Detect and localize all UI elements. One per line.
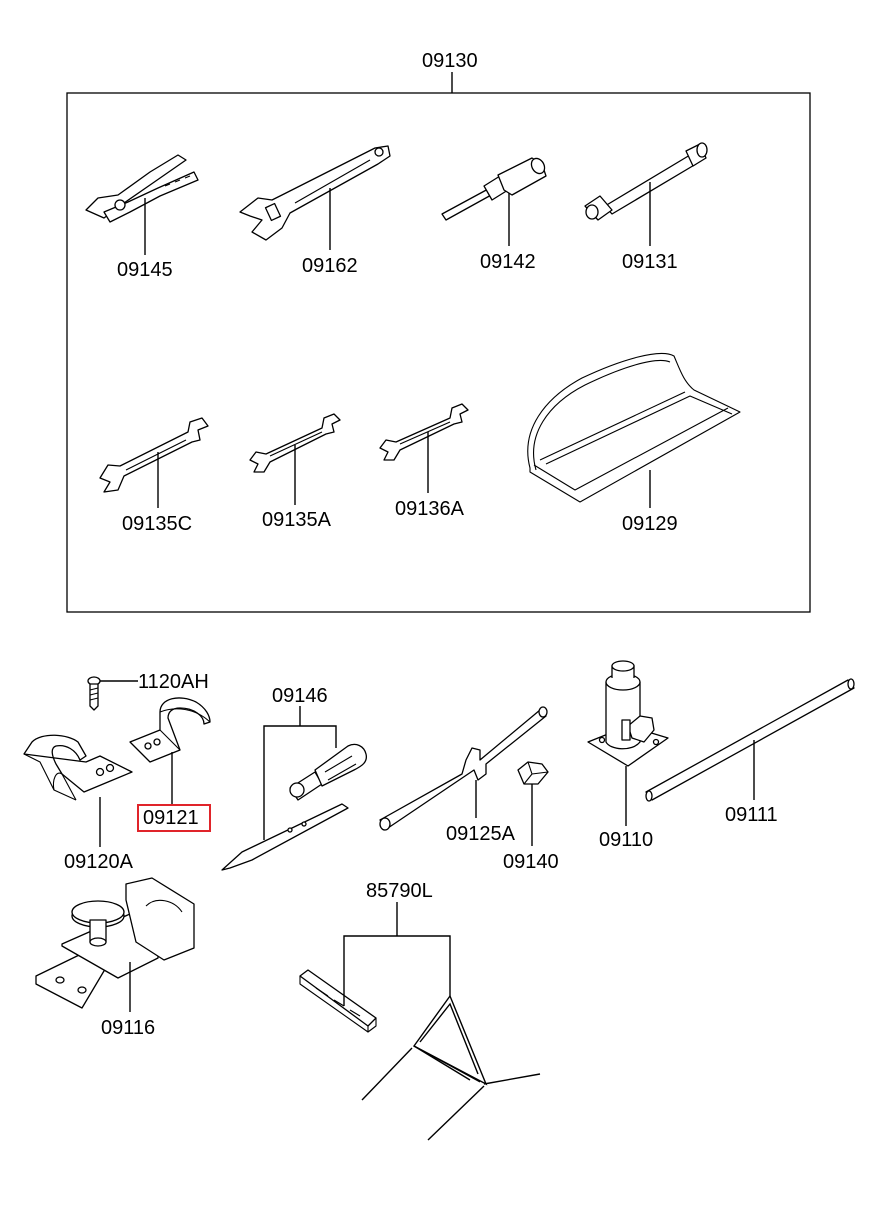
part-jack-handle[interactable]: 09125A bbox=[379, 706, 548, 845]
part-label: 09136A bbox=[395, 498, 465, 520]
open-end-wrench-icon bbox=[379, 403, 469, 461]
part-label: 09110 bbox=[599, 829, 653, 851]
part-jack-bar[interactable]: 09111 bbox=[645, 678, 855, 826]
part-bracket-small[interactable]: 09121 bbox=[129, 697, 211, 832]
part-label: 09140 bbox=[503, 851, 559, 873]
jack-bracket-icon bbox=[35, 877, 195, 1009]
bar-icon bbox=[645, 678, 855, 802]
screwdriver-icon bbox=[441, 157, 547, 221]
bottle-jack-icon bbox=[587, 660, 669, 767]
part-open-wrench-large[interactable]: 09135C bbox=[99, 417, 209, 535]
assembly-frame bbox=[66, 92, 811, 613]
part-tool-bag[interactable]: 09129 bbox=[527, 352, 741, 535]
jack-handle-icon bbox=[379, 706, 548, 831]
bolt-icon bbox=[87, 676, 101, 711]
tool-bag-icon bbox=[527, 352, 741, 503]
part-label: 09125A bbox=[446, 823, 516, 845]
part-socket-wrench[interactable]: 09131 bbox=[584, 142, 708, 273]
open-end-wrench-icon bbox=[249, 413, 341, 473]
part-label: 09146 bbox=[272, 685, 328, 707]
adjustable-wrench-icon bbox=[239, 145, 391, 241]
part-clip[interactable]: 09140 bbox=[503, 761, 559, 873]
part-bolt[interactable]: 1120AH bbox=[87, 671, 209, 711]
part-bottle-jack[interactable]: 09110 bbox=[587, 660, 669, 851]
open-end-wrench-icon bbox=[99, 417, 209, 493]
part-label: 1120AH bbox=[138, 671, 209, 693]
socket-wrench-icon bbox=[584, 142, 708, 221]
part-label: 09116 bbox=[101, 1017, 155, 1039]
part-label: 09135C bbox=[122, 513, 192, 535]
part-jack-bracket[interactable]: 09116 bbox=[35, 877, 195, 1039]
part-label: 09142 bbox=[480, 251, 536, 273]
part-screwdriver[interactable]: 09142 bbox=[441, 156, 547, 273]
part-label: 09131 bbox=[622, 251, 678, 273]
part-label: 09145 bbox=[117, 259, 173, 281]
screwdriver-icon bbox=[221, 743, 368, 871]
part-adjustable-wrench[interactable]: 09162 bbox=[239, 145, 391, 277]
part-warning-triangle[interactable]: 85790L bbox=[299, 880, 541, 1141]
part-pliers[interactable]: 09145 bbox=[85, 154, 199, 281]
part-open-wrench-medium[interactable]: 09135A bbox=[249, 413, 341, 531]
part-label: 09111 bbox=[725, 804, 778, 826]
part-open-wrench-small[interactable]: 09136A bbox=[379, 403, 469, 520]
part-label: 09121 bbox=[143, 807, 199, 829]
warning-triangle-icon bbox=[299, 969, 541, 1141]
part-label: 85790L bbox=[366, 880, 433, 902]
part-label: 09129 bbox=[622, 513, 678, 535]
pliers-icon bbox=[85, 154, 199, 223]
bracket-icon bbox=[23, 734, 133, 801]
clip-icon bbox=[517, 761, 549, 785]
part-screwdriver-set[interactable]: 09146 bbox=[221, 685, 368, 871]
assembly-label[interactable]: 09130 bbox=[422, 50, 478, 72]
highlight-box bbox=[137, 804, 211, 832]
part-label: 09120A bbox=[64, 851, 134, 873]
part-bracket-large[interactable]: 09120A bbox=[23, 734, 134, 873]
bracket-icon bbox=[129, 697, 211, 763]
part-label: 09162 bbox=[302, 255, 358, 277]
assembly-09130: 09130 bbox=[66, 50, 811, 613]
part-label: 09135A bbox=[262, 509, 332, 531]
